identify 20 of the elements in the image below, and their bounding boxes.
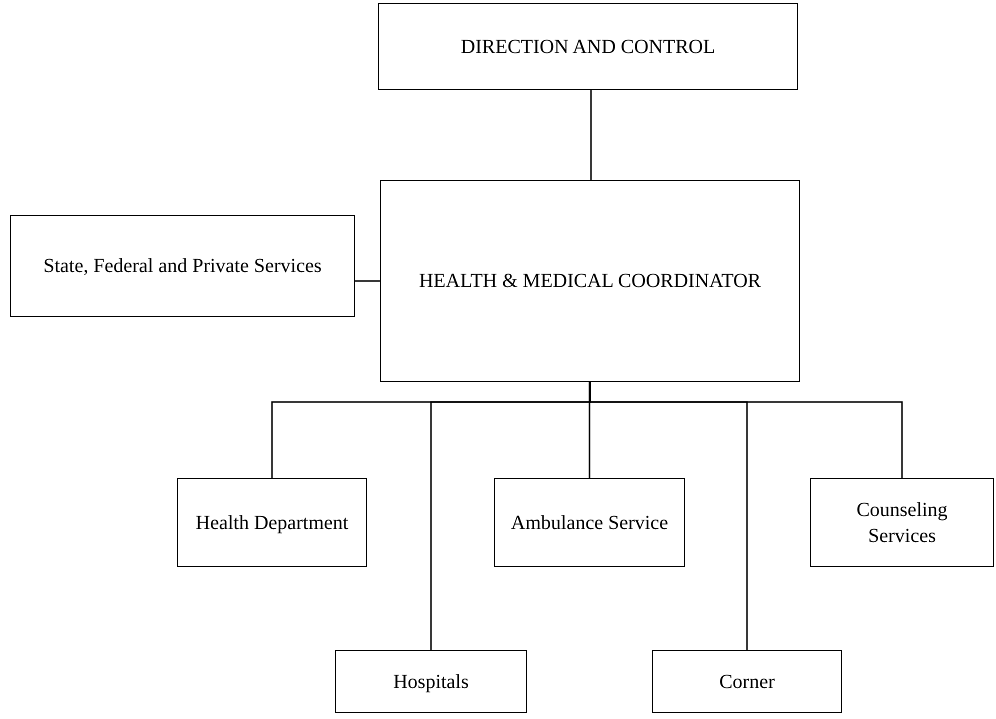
connector-line (590, 90, 592, 180)
box-label: HEALTH & MEDICAL COORDINATOR (418, 269, 762, 294)
org-box (335, 650, 527, 713)
box-label: Counseling Services (855, 498, 949, 548)
org-box (177, 478, 367, 567)
org-box (652, 650, 842, 713)
box-label: Hospitals (392, 670, 470, 694)
box-label: DIRECTION AND CONTROL (460, 34, 716, 60)
org-box (378, 3, 798, 90)
box-label: State, Federal and Private Services (42, 254, 323, 279)
box-label: Corner (718, 670, 776, 694)
org-box (10, 215, 355, 317)
connector-line (589, 382, 903, 478)
connector-line (588, 382, 590, 478)
org-box (810, 478, 994, 567)
org-box (380, 180, 800, 382)
box-label: Ambulance Service (510, 510, 670, 536)
connector-line (355, 280, 380, 282)
org-box (494, 478, 685, 567)
box-label: Health Department (194, 510, 350, 536)
